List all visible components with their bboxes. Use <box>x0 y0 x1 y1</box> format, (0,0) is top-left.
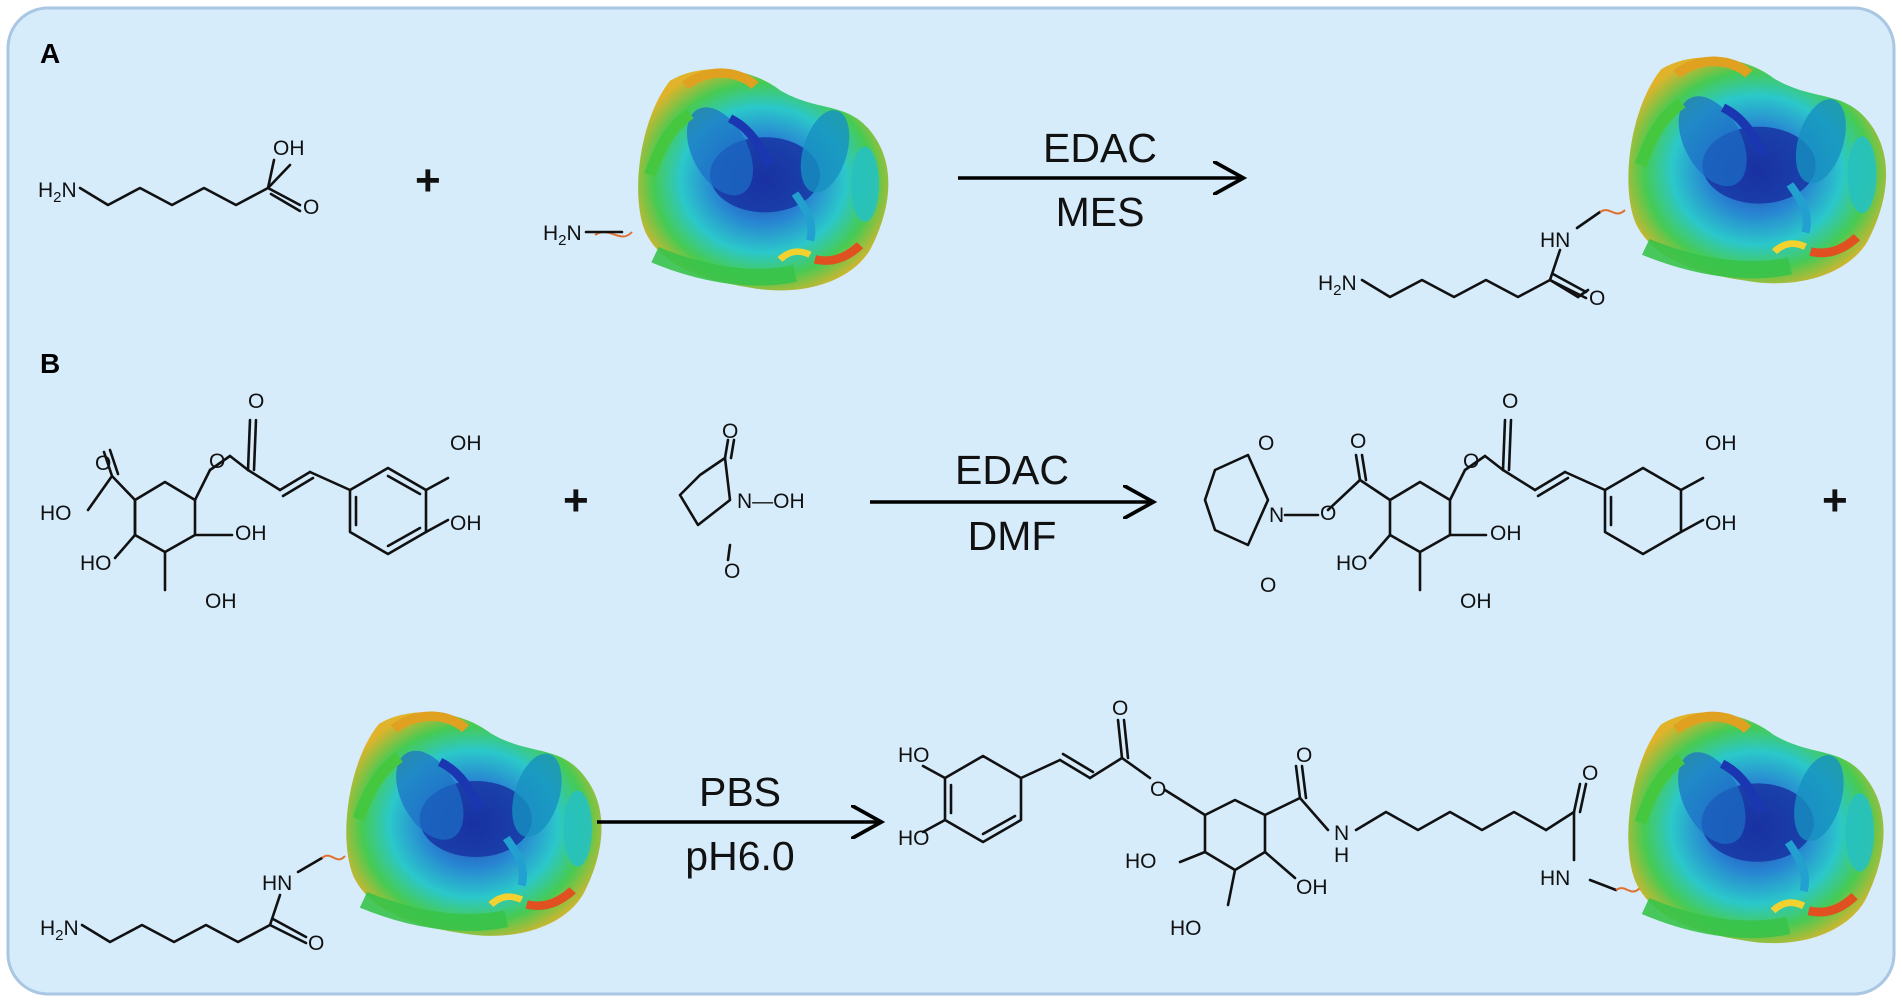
linked-amine-label: H2N <box>40 917 79 944</box>
reaction-arrow-b: EDAC DMF <box>870 447 1150 559</box>
ester-o-ketone: O <box>1502 390 1518 413</box>
cga-o-ketone: O <box>248 390 264 413</box>
cga-oh1: OH <box>450 432 482 455</box>
reaction-arrow-c: PBS pH6.0 <box>597 769 878 879</box>
ester-o-ester: O <box>1463 450 1479 473</box>
ester-o-link: O <box>1320 502 1336 525</box>
final-o-ketone: O <box>1112 697 1128 720</box>
final-ho2: HO <box>898 827 930 850</box>
cga-o-acid: O <box>95 452 111 475</box>
reagent-mes: MES <box>1056 189 1145 235</box>
acid-oh-label: OH <box>273 137 305 160</box>
ester-oh-bottom: OH <box>1460 590 1492 613</box>
ester-ho: HO <box>1336 552 1368 575</box>
final-o-ester: O <box>1150 778 1166 801</box>
nhs-o-top: O <box>722 420 738 443</box>
final-o-amide2: O <box>1582 762 1598 785</box>
cga-ho-ring: HO <box>80 552 112 575</box>
nhs-o-bottom: O <box>724 560 740 583</box>
ester-oh2: OH <box>1705 512 1737 535</box>
panel-label-a: A <box>40 38 60 69</box>
plus-sign-trailing: + <box>1822 476 1848 525</box>
product-nh-label: HN <box>1540 229 1570 252</box>
product-o-label: O <box>1589 287 1605 310</box>
panel-label-b: B <box>40 348 60 379</box>
protein-reactant-a: H2N <box>543 69 888 290</box>
final-oh: OH <box>1296 876 1328 899</box>
ester-o-top: O <box>1258 432 1274 455</box>
reagent-ph: pH6.0 <box>685 833 794 879</box>
nhs-n-oh: N—OH <box>737 490 805 513</box>
reagent-dmf: DMF <box>968 513 1057 559</box>
ester-o-carbonyl: O <box>1350 430 1366 453</box>
reagent-pbs: PBS <box>699 769 781 815</box>
ester-o-bottom: O <box>1260 574 1276 597</box>
reagent-edac-a: EDAC <box>1043 125 1157 171</box>
linked-protein-reactant: H2N HN O <box>40 712 602 955</box>
cga-o-ester: O <box>209 450 225 473</box>
plus-sign-a: + <box>415 156 441 205</box>
final-ho-ring: HO <box>1125 850 1157 873</box>
final-h: H <box>1334 844 1349 867</box>
chlorogenic-acid: O O OH OH HO O OH HO OH <box>40 390 482 613</box>
plus-sign-b: + <box>563 476 589 525</box>
final-n: N <box>1334 822 1349 845</box>
cga-oh-ring: OH <box>235 522 267 545</box>
acid-o-label: O <box>303 196 319 219</box>
reaction-arrow-a: EDAC MES <box>958 125 1240 235</box>
protein-amine-label: H2N <box>543 222 582 249</box>
product-amine-label: H2N <box>1318 272 1357 299</box>
cga-oh-bottom: OH <box>205 590 237 613</box>
n-hydroxysuccinimide: O N—OH O <box>678 420 805 583</box>
cga-oh2: OH <box>450 512 482 535</box>
linked-o-label: O <box>308 932 324 955</box>
final-conjugate: HO HO O O HO O N H OH HO O HN <box>898 697 1884 943</box>
aminocaproic-acid: H2N OH O <box>38 137 319 219</box>
final-o-amide: O <box>1296 744 1312 767</box>
linked-nh-label: HN <box>262 872 292 895</box>
final-hn: HN <box>1540 867 1570 890</box>
ester-oh-ring: OH <box>1490 522 1522 545</box>
ester-oh1: OH <box>1705 432 1737 455</box>
nhs-ester-product: O N O O O HO OH OH O O OH OH <box>1203 390 1737 613</box>
ester-n: N <box>1269 504 1284 527</box>
amine-label: H2N <box>38 179 77 206</box>
protein-conjugate-a: H2N HN O <box>1318 57 1886 310</box>
reagent-edac-b: EDAC <box>955 447 1069 493</box>
cga-ho-acid: HO <box>40 502 72 525</box>
final-ho-bottom: HO <box>1170 917 1202 940</box>
final-ho1: HO <box>898 744 930 767</box>
